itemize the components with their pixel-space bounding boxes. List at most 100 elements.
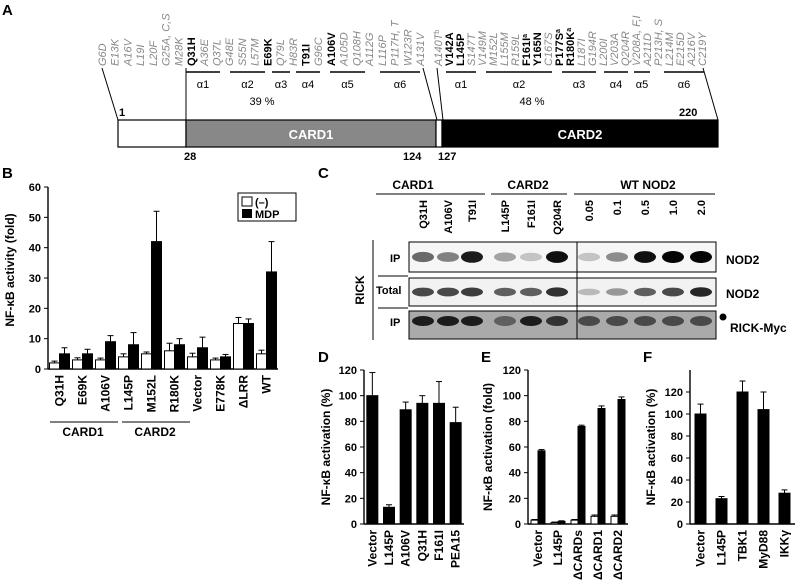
band-ip-nod2 — [412, 251, 434, 263]
mutation-label: Q204R — [620, 31, 632, 66]
bar — [266, 271, 277, 370]
helix-label: α6 — [678, 79, 690, 91]
connector-card2-left — [436, 67, 444, 121]
band-ip-rick — [606, 316, 628, 326]
y-tick-label: 100 — [339, 391, 357, 403]
bar — [256, 353, 267, 370]
mutation-label: P213H, S — [653, 18, 665, 66]
y-tick-label: 0 — [35, 364, 41, 376]
mutation-label: R180Ka — [565, 28, 577, 66]
mutation-label: Q37L — [211, 39, 223, 66]
mutation-label: V149M — [477, 30, 489, 66]
y-tick-label: 40 — [29, 243, 41, 255]
band-total-nod2 — [690, 287, 712, 297]
mutation-label: C167S — [543, 32, 555, 66]
position-28: 28 — [184, 151, 196, 163]
bar — [220, 356, 231, 370]
domain-card1 — [185, 119, 437, 148]
band-ip-rick — [546, 316, 568, 326]
mutation-label: F161Ia — [521, 34, 533, 66]
bar — [366, 395, 379, 525]
y-tick-label: 60 — [671, 453, 683, 465]
bar — [570, 519, 579, 525]
blot-row-label-ip2: IP — [390, 317, 400, 329]
y-tick-label: 0 — [515, 519, 521, 531]
y-tick-label: 100 — [503, 391, 521, 403]
mutation-label: L57M — [250, 38, 262, 66]
bar — [530, 519, 539, 525]
mutation-label: P117H, T — [390, 19, 402, 66]
bar — [433, 402, 445, 525]
bar — [72, 359, 83, 370]
y-tick-label: 40 — [509, 468, 521, 480]
mutation-label: R159L — [510, 34, 522, 66]
bar — [399, 409, 412, 525]
band-ip-rick — [690, 316, 712, 326]
mutation-label: L214M — [664, 32, 676, 66]
y-tick-label: 80 — [509, 416, 521, 428]
band-total-nod2 — [520, 287, 542, 297]
blot-row-label-total: Total — [376, 285, 401, 297]
group-label-card2: CARD2 — [134, 425, 176, 439]
panel-label-d: D — [318, 349, 329, 366]
band-marker-dot — [719, 313, 727, 321]
mutation-superscript: b — [434, 30, 441, 34]
y-tick-label: 120 — [665, 387, 683, 399]
blot-bands — [412, 251, 712, 326]
x-category-label: ΔCARD2 — [611, 530, 625, 580]
legend-swatch-open — [241, 196, 253, 207]
helix-label: α5 — [636, 79, 648, 91]
legend-swatch-filled — [242, 209, 252, 218]
y-tick-label: 60 — [509, 442, 521, 454]
bar — [141, 353, 152, 370]
bar — [59, 353, 70, 370]
blot-lane-label: Q204R — [552, 200, 564, 235]
band-ip-nod2 — [546, 251, 568, 263]
mutation-label: E69K — [262, 38, 274, 66]
domain-label-card2: CARD2 — [558, 127, 603, 142]
mutation-label: G48E — [224, 37, 236, 66]
blot-lane-label: 0.1 — [612, 200, 624, 215]
band-ip-nod2 — [437, 252, 459, 262]
x-category-label: MyD88 — [757, 530, 771, 569]
y-tick-label: 120 — [339, 365, 357, 377]
bar — [105, 341, 116, 370]
x-category-label: M152L — [145, 375, 159, 412]
blot-lane-label: F161I — [526, 200, 538, 228]
panel-label-c: C — [318, 165, 329, 182]
y-axis-label: NF-κB activation (%) — [644, 389, 658, 506]
mutation-label: A216V — [686, 31, 698, 67]
y-tick-label: 40 — [345, 468, 357, 480]
blot-lane-label: 0.5 — [640, 200, 652, 215]
y-tick-label: 30 — [29, 273, 41, 285]
band-ip-rick — [494, 316, 516, 326]
identity-card1: 39 % — [249, 96, 274, 108]
y-tick-label: 120 — [503, 365, 521, 377]
mutation-label: A16V — [122, 37, 134, 67]
y-tick-label: 0 — [677, 519, 683, 531]
mutation-label: A211D — [642, 33, 654, 67]
band-total-nod2 — [634, 287, 656, 297]
x-category-label: ΔCARDs — [571, 530, 585, 580]
band-ip-rick — [520, 316, 542, 326]
panel-b-ylabel: NF-κB activity (fold) — [3, 213, 17, 326]
mutation-superscript: a — [555, 29, 562, 33]
panel-b-legend: (–) MDP — [237, 192, 297, 222]
mutation-label: V203A — [609, 33, 621, 66]
domain-card2 — [441, 119, 719, 148]
mutation-label: L200I — [598, 38, 610, 66]
position-220: 220 — [679, 107, 697, 119]
helix-label: α2 — [241, 79, 253, 91]
band-total-nod2 — [461, 287, 483, 297]
band-label-rick-myc: RICK-Myc — [730, 321, 787, 335]
position-1: 1 — [119, 107, 125, 119]
connector-left — [101, 67, 119, 121]
band-total-nod2 — [578, 288, 600, 296]
band-ip-nod2 — [606, 252, 628, 262]
connector-card2-right — [702, 67, 719, 121]
panel-label-a: A — [2, 2, 13, 19]
